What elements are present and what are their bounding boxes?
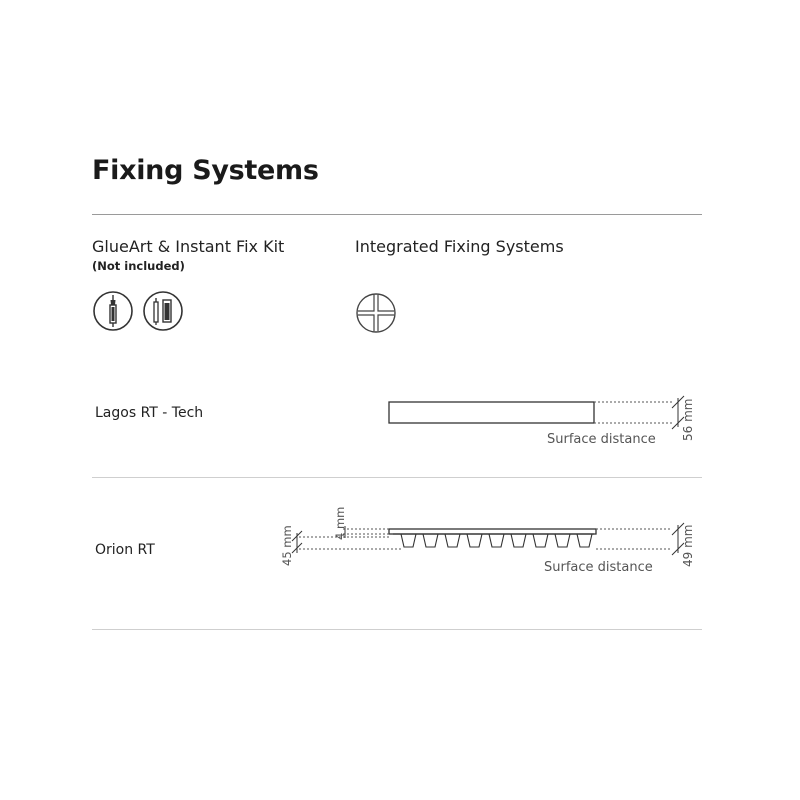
orion-rib: [576, 533, 593, 548]
orion-rib: [532, 533, 549, 548]
dim-tick: [671, 542, 685, 556]
orion-rib: [400, 533, 417, 548]
dim-tick: [671, 416, 685, 430]
lagos-panel-section: [388, 401, 595, 424]
surface-distance-label: Surface distance: [547, 432, 656, 447]
depth-label-45: 45 mm: [280, 525, 294, 566]
not-included-note: (Not included): [92, 259, 185, 273]
dim-tick: [671, 522, 685, 536]
dim-tick: [671, 395, 685, 409]
depth-label-56: 56 mm: [681, 399, 695, 441]
orion-rib: [466, 533, 483, 548]
product-name-orion: Orion RT: [95, 542, 155, 558]
bottom-divider: [92, 629, 702, 630]
instant-fix-tube-icon: [143, 291, 183, 331]
orion-rib: [422, 533, 439, 548]
dim-tick: [291, 542, 303, 554]
title-divider: [92, 214, 702, 215]
dim-tick: [291, 530, 303, 542]
orion-rib: [510, 533, 527, 548]
orion-rib: [554, 533, 571, 548]
lagos-profile-diagram: Surface distance 56 mm: [388, 395, 695, 447]
depth-label-49: 49 mm: [681, 525, 695, 567]
page-title: Fixing Systems: [92, 155, 319, 186]
glue-cartridge-icon: [93, 291, 133, 331]
orion-rib: [444, 533, 461, 548]
integrated-fixing-icon: [356, 293, 396, 333]
glueart-heading: GlueArt & Instant Fix Kit: [92, 237, 285, 256]
surface-distance-label: Surface distance: [544, 560, 653, 575]
row-divider: [92, 477, 702, 478]
plate-label-4: 4 mm: [333, 507, 347, 540]
orion-top-plate: [388, 528, 597, 535]
orion-rib: [488, 533, 505, 548]
orion-profile-diagram: 49 mm 45 mm 4 mm Surface distance: [280, 507, 695, 575]
product-name-lagos: Lagos RT - Tech: [95, 405, 204, 421]
integrated-heading: Integrated Fixing Systems: [355, 237, 564, 256]
